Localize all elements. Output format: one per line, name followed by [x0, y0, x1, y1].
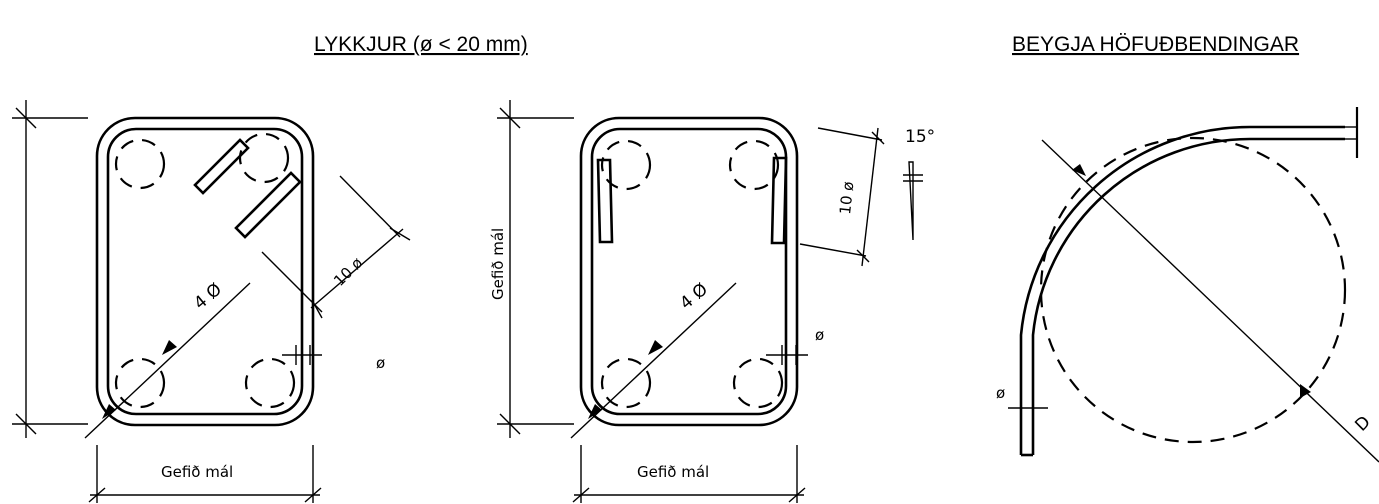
stirrup-a-hook-label: 10 ø [330, 254, 366, 290]
heading-main-bar-bending: BEYGJA HÖFUÐBENDINGAR [1012, 33, 1299, 56]
bend-bar-label: ø [996, 384, 1005, 402]
stirrup-b: Gefið mál 4 Ø 10 ø 15° ø [489, 100, 935, 503]
stirrup-a: 4 Ø 10 ø ø Gefið mál [12, 100, 411, 503]
bend-diameter-label: D [1351, 412, 1374, 435]
stirrup-b-bar-label: ø [815, 326, 824, 344]
stirrup-b-diagonal-label: 4 Ø [676, 279, 712, 313]
stirrup-b-width-label: Gefið mál [637, 463, 709, 481]
main-bar-bend: D ø [996, 107, 1379, 463]
heading-stirrups: LYKKJUR (ø < 20 mm) [314, 33, 528, 56]
stirrup-b-hook-label: 10 ø [836, 181, 857, 216]
stirrup-b-height-label: Gefið mál [489, 228, 507, 300]
stirrup-a-diagonal-label: 4 Ø [190, 279, 226, 313]
stirrup-a-bar-label: ø [376, 354, 385, 372]
stirrup-b-angle-label: 15° [905, 127, 935, 147]
stirrup-a-width-label: Gefið mál [161, 463, 233, 481]
